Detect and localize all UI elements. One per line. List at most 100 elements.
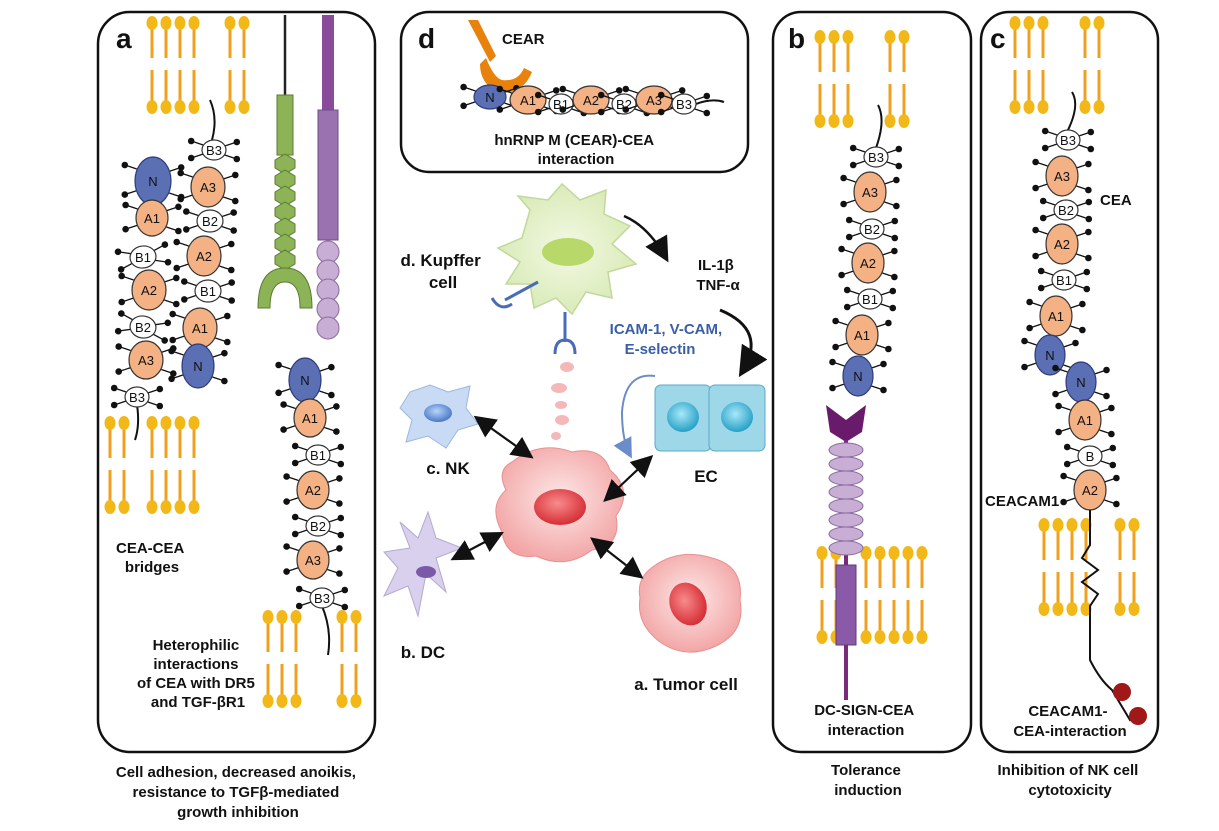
lipid-head — [188, 500, 200, 514]
glycan-head — [1087, 128, 1095, 136]
shed-cea-vesicle — [551, 383, 567, 393]
glycan-head — [341, 603, 349, 611]
lipid-head — [828, 114, 840, 128]
glycan-head — [115, 368, 122, 375]
glycan-head — [291, 530, 299, 538]
lipid-head — [828, 30, 840, 44]
panel-a-caption: Cell adhesion, decreased anoikis, resist… — [116, 764, 360, 821]
glycan-head — [121, 161, 129, 169]
glycan-head — [838, 271, 845, 279]
glycan-head — [1037, 284, 1045, 292]
dc-sign-neck-repeat — [828, 442, 864, 458]
domain-label: B — [1086, 449, 1095, 464]
lipid-bilayer — [1114, 518, 1140, 616]
glycan-head — [496, 106, 504, 113]
lipid-head — [146, 16, 158, 30]
domain-label: A1 — [1077, 413, 1093, 428]
glycan-head — [175, 227, 182, 235]
ec-label: EC — [694, 467, 718, 486]
cea-anchor-tail — [695, 99, 725, 105]
cea-domain-b1: B1 — [181, 278, 235, 304]
dc-sign-neck-repeat — [828, 470, 864, 486]
cea-anchor-tail — [321, 605, 331, 656]
dc-tumor-arrow — [450, 531, 504, 561]
domain-label: A2 — [1082, 483, 1098, 498]
lipid-head — [898, 114, 910, 128]
tgfbr-transmembrane — [276, 94, 294, 156]
glycan-head — [1039, 197, 1047, 205]
glycan-head — [177, 195, 184, 203]
glycan-head — [161, 241, 169, 248]
domain-shape — [842, 355, 874, 397]
cea-anchor-tail — [134, 404, 140, 441]
lipid-head — [262, 610, 274, 624]
glycan-head — [230, 209, 237, 216]
glycan-head — [221, 377, 228, 385]
glycan-head — [889, 287, 897, 295]
glycan-head — [832, 317, 839, 325]
lipid-head — [188, 100, 200, 114]
lipid-head — [262, 694, 274, 708]
glycan-head — [173, 274, 180, 282]
glycan-head — [1037, 267, 1045, 275]
lipid-head — [902, 546, 914, 560]
cea-domain-a3: A3 — [1032, 155, 1092, 197]
glycan-head — [291, 513, 299, 521]
domain-label: A2 — [141, 283, 157, 298]
glycan-head — [337, 443, 345, 451]
cea-anchor-tail — [209, 99, 216, 141]
glycan-head — [534, 108, 542, 116]
cea-domain-b: B — [1063, 443, 1117, 469]
glycan-head — [333, 403, 340, 410]
glycan-head — [221, 349, 228, 357]
lipid-head — [160, 416, 172, 430]
cea-cea-line-1: CEA-CEA — [116, 540, 185, 557]
domain-label: B3 — [1060, 133, 1076, 148]
glycan-head — [228, 297, 235, 304]
lipid-head — [290, 610, 302, 624]
tgfbr-ligand-pocket — [257, 267, 313, 309]
lipid-head — [1128, 602, 1140, 616]
panel-a-caption-1: Cell adhesion, decreased anoikis, — [116, 764, 356, 781]
domain-label: N — [1045, 348, 1054, 363]
dr5-domain — [316, 316, 340, 340]
lipid-head — [874, 630, 886, 644]
kupffer-line-2: cell — [429, 273, 457, 292]
domain-shape — [309, 587, 335, 609]
glycan-head — [1113, 500, 1120, 508]
glycan-head — [110, 401, 118, 409]
glycan-head — [1085, 198, 1093, 206]
cea-domain-b2: B2 — [597, 91, 651, 117]
shed-cea-vesicle — [555, 401, 567, 409]
cea-label: CEA — [1100, 192, 1132, 209]
glycan-head — [114, 327, 122, 335]
lipid-bilayer — [104, 416, 130, 514]
lipid-head — [1038, 518, 1050, 532]
lipid-head — [350, 610, 362, 624]
glycan-head — [1103, 366, 1110, 374]
cea-domain-b2: B2 — [183, 208, 237, 234]
dc-label: b. DC — [401, 643, 445, 662]
glycan-head — [1041, 127, 1049, 135]
glycan-head — [845, 216, 853, 224]
glycan-head — [118, 310, 125, 317]
cea-domain-a3: A3 — [177, 166, 239, 208]
dr5-cytoplasmic — [322, 15, 334, 113]
glycan-head — [169, 310, 176, 318]
cea-cea-bridges-label: CEA-CEA bridges — [116, 540, 188, 576]
glycan-head — [336, 475, 343, 482]
domain-shape — [548, 93, 574, 115]
lipid-head — [1114, 602, 1126, 616]
glycan-head — [164, 258, 172, 266]
domain-label: B3 — [676, 97, 692, 112]
glycan-head — [840, 174, 847, 182]
glycan-head — [275, 389, 282, 397]
lipid-head — [842, 114, 854, 128]
lipid-head — [1009, 16, 1021, 30]
glycan-head — [224, 338, 231, 346]
domain-shape — [845, 314, 879, 356]
dc-sign-interaction-label: DC-SIGN-CEA interaction — [814, 702, 918, 739]
endothelial-nucleus — [667, 402, 699, 432]
cea-domain-b2: B2 — [291, 513, 345, 539]
